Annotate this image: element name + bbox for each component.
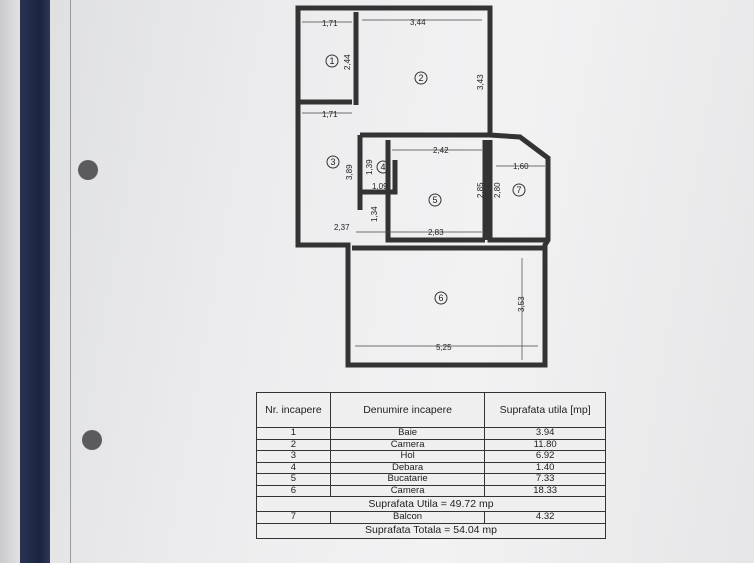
room-label-3: 3 — [326, 155, 340, 169]
room-label-6: 6 — [434, 291, 448, 305]
svg-text:3,44: 3,44 — [410, 18, 426, 27]
header-name: Denumire incapere — [329, 392, 486, 428]
svg-text:3,53: 3,53 — [517, 296, 526, 312]
svg-text:1,39: 1,39 — [365, 159, 374, 175]
dimension-labels: 1,71 2,44 3,44 3,43 1,71 3,89 1,39 1,09 … — [322, 18, 529, 352]
svg-text:3: 3 — [330, 157, 335, 167]
room-label-2: 2 — [414, 71, 428, 85]
room-label-4: 4 — [376, 160, 390, 174]
svg-text:2,37: 2,37 — [334, 223, 350, 232]
punch-hole — [78, 160, 98, 180]
header-nr: Nr. incapere — [256, 392, 331, 428]
useful-total-row: Suprafata Utila = 49.72 mp — [256, 496, 606, 512]
svg-text:1,60: 1,60 — [513, 162, 529, 171]
punch-hole — [82, 430, 102, 450]
svg-text:6: 6 — [438, 293, 443, 303]
svg-text:2,80: 2,80 — [493, 182, 502, 198]
svg-text:2,83: 2,83 — [428, 228, 444, 237]
svg-text:1,09: 1,09 — [372, 182, 388, 191]
svg-text:5: 5 — [432, 195, 437, 205]
grand-total-row: Suprafata Totala = 54.04 mp — [256, 522, 606, 539]
margin-line — [70, 0, 71, 563]
svg-text:3,43: 3,43 — [476, 74, 485, 90]
table-header: Nr. incapere Denumire incapere Suprafata… — [256, 392, 606, 428]
dimension-lines — [302, 19, 545, 360]
room-label-5: 5 — [428, 193, 442, 207]
svg-text:2: 2 — [418, 73, 423, 83]
svg-text:2,85: 2,85 — [476, 182, 485, 198]
svg-text:4: 4 — [380, 162, 385, 172]
room-label-7: 7 — [512, 183, 526, 197]
svg-text:1,71: 1,71 — [322, 110, 338, 119]
svg-text:5,25: 5,25 — [436, 343, 452, 352]
svg-text:2,44: 2,44 — [343, 54, 352, 70]
header-area: Suprafata utila [mp] — [484, 392, 606, 428]
walls — [295, 5, 551, 368]
svg-text:1,71: 1,71 — [322, 19, 338, 28]
rooms-table: Nr. incapere Denumire incapere Suprafata… — [256, 392, 606, 539]
svg-text:1: 1 — [329, 56, 334, 66]
binder-edge — [0, 0, 22, 563]
binder-cover — [20, 0, 52, 563]
room-numbers: 1 2 3 4 5 6 7 — [325, 54, 526, 305]
room-label-1: 1 — [325, 54, 339, 68]
svg-text:1,34: 1,34 — [370, 206, 379, 222]
svg-text:3,89: 3,89 — [345, 164, 354, 180]
svg-text:2,42: 2,42 — [433, 146, 449, 155]
svg-text:7: 7 — [516, 185, 521, 195]
